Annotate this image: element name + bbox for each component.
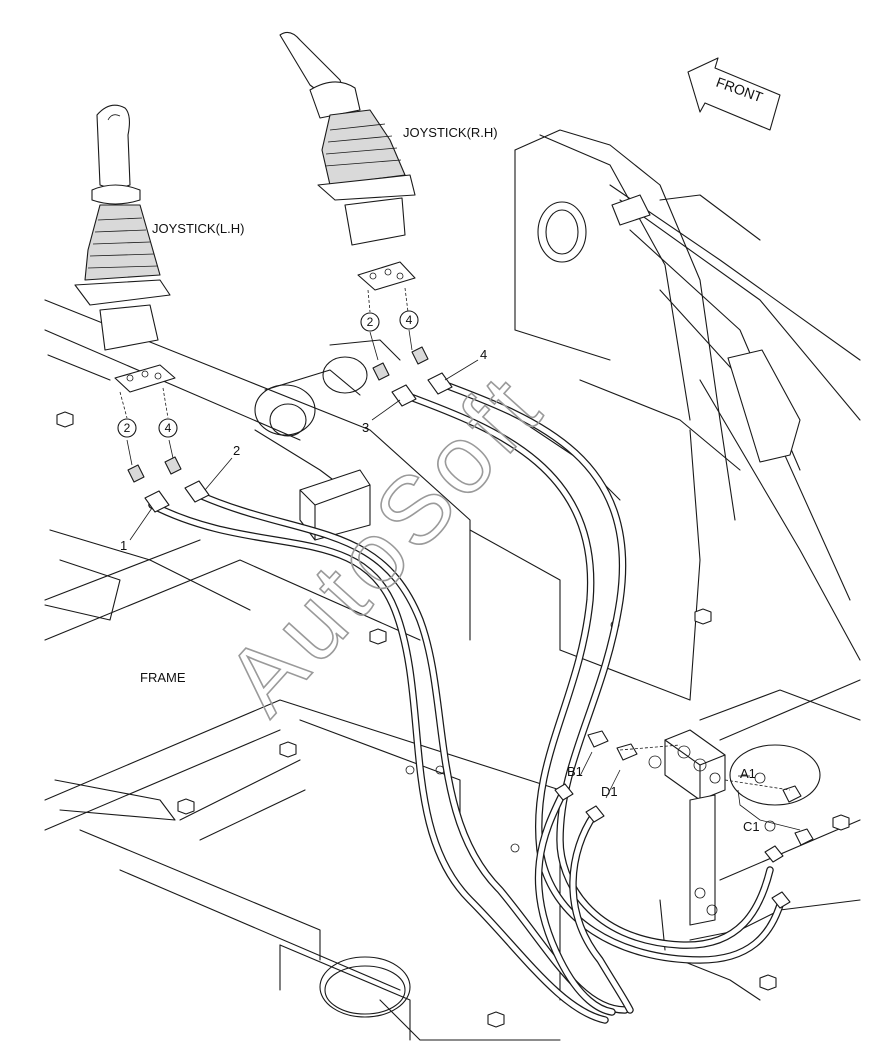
port-label-a1: A1 (740, 766, 756, 781)
valve-block (579, 729, 801, 926)
port-label-c1: C1 (743, 819, 760, 834)
part-number-2: 2 (233, 443, 240, 458)
port-circle-lh-4: 4 (165, 421, 172, 435)
port-circle-rh-4: 4 (406, 313, 413, 327)
part-number-1: 1 (120, 538, 127, 553)
joystick-right-assembly (279, 31, 416, 361)
port-callouts: 2 4 2 4 (117, 310, 419, 438)
port-label-b1: B1 (567, 764, 583, 779)
part-number-callouts: 1 2 3 4 (120, 347, 487, 553)
front-direction-arrow: FRONT (687, 57, 781, 131)
part-number-3: 3 (362, 420, 369, 435)
hose-fittings (127, 346, 814, 909)
label-joystick-right: JOYSTICK(R.H) (403, 125, 498, 140)
joystick-left-assembly (74, 104, 176, 466)
label-joystick-left: JOYSTICK(L.H) (152, 221, 244, 236)
valve-port-labels: A1 B1 C1 D1 (567, 764, 760, 834)
part-number-4: 4 (480, 347, 487, 362)
bolt-markers (56, 411, 850, 1028)
label-frame: FRAME (140, 670, 186, 685)
port-circle-lh-2: 2 (124, 421, 131, 435)
port-label-d1: D1 (601, 784, 618, 799)
port-circle-rh-2: 2 (367, 315, 374, 329)
frame-structure (44, 129, 861, 1041)
